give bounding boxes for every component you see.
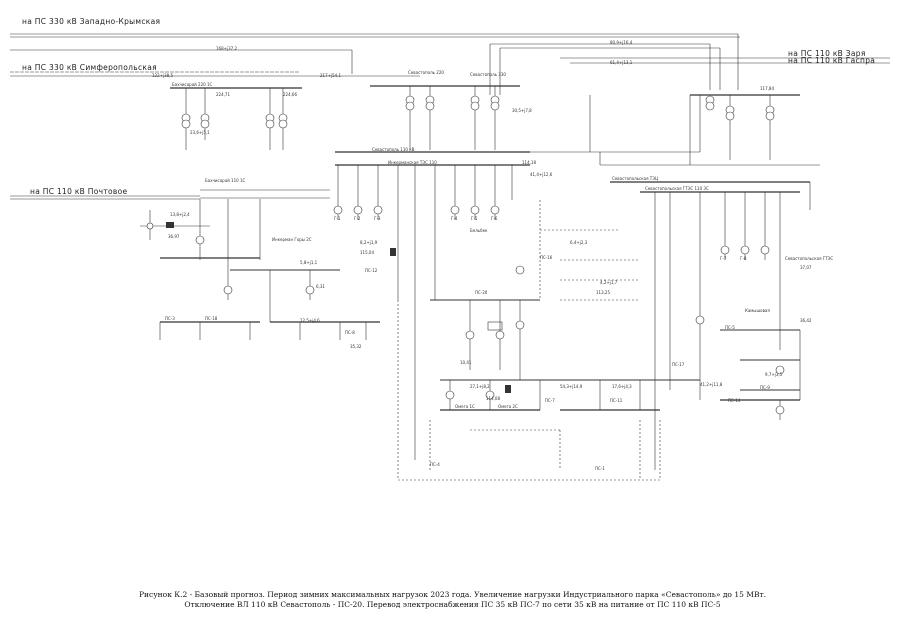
- label-sevastopolskaya-gtu-bus: Севастопольская ГТЭС: [785, 256, 834, 261]
- label-inkerman-gory: Инкерман Горы 2С: [272, 237, 312, 242]
- figure-caption-line1: Рисунок К.2 - Базовый прогноз. Период зи…: [139, 590, 766, 599]
- feeder-pochtovoe: на ПС 110 кВ Почтовое: [30, 187, 128, 196]
- label-sevastopol-330: Севастополь 330: [470, 72, 506, 77]
- label-gen-7: Г-7: [720, 256, 727, 261]
- label-gen-3: Г-3: [374, 216, 381, 221]
- label-pc-9: ПС-9: [760, 385, 770, 390]
- label-gen-6: Г-6: [491, 216, 498, 221]
- label-sevastopol-220: Севастополь 220: [408, 70, 444, 75]
- label-pc-5: ПС-5: [725, 325, 735, 330]
- feeder-gaspra: на ПС 110 кВ Гаспра: [788, 56, 876, 65]
- label-pc-18: ПС-18: [205, 316, 218, 321]
- label-kamyshovaya: Камышовая: [745, 308, 770, 313]
- label-inkerman: Инкерманская ТЭС 110: [388, 160, 437, 165]
- voltage-label: 114,08: [486, 396, 500, 401]
- flow-label: 80,9+j16,4: [610, 40, 633, 45]
- feeder-zarya: на ПС 110 кВ Заря: [788, 49, 866, 58]
- voltage-label: 36,42: [800, 318, 812, 323]
- label-pc-1: ПС-1: [595, 466, 605, 471]
- voltage-label: 114,18: [522, 160, 536, 165]
- flow-label: 54,3+j14,9: [560, 384, 583, 389]
- label-pc-20: ПС-20: [475, 290, 488, 295]
- label-pc-3: ПС-3: [165, 316, 175, 321]
- feeder-simferopolskaya: на ПС 330 кВ Симферопольская: [22, 63, 157, 72]
- label-pc-7: ПС-7: [545, 398, 555, 403]
- voltage-label: 10,41: [460, 360, 472, 365]
- flow-label: 41,4+j12,6: [530, 172, 553, 177]
- label-pc-11: ПС-11: [610, 398, 623, 403]
- label-pc-16: ПС-16: [540, 255, 553, 260]
- voltage-label: 37,07: [800, 265, 812, 270]
- voltage-label: 113,25: [596, 290, 610, 295]
- flow-label: 168+j37,2: [216, 46, 238, 51]
- label-omega2: Омега 2С: [498, 404, 518, 409]
- label-pc-17: ПС-17: [672, 362, 685, 367]
- label-pc-4: ПС-4: [430, 462, 440, 467]
- label-gen-2: Г-2: [354, 216, 361, 221]
- label-pc-8: ПС-8: [345, 330, 355, 335]
- flow-label: 17,6+j4,3: [612, 384, 632, 389]
- flow-label: 61,4+j13,1: [610, 60, 633, 65]
- voltage-label: 115,04: [360, 250, 374, 255]
- label-sevastopol-110: Севастополь 110 кВ: [372, 147, 415, 152]
- label-sevastopolskaya-tec: Севастопольская ТЭЦ: [612, 176, 659, 181]
- label-pc-12: ПС-12: [365, 268, 378, 273]
- flow-label: 23,6+j5,1: [190, 130, 210, 135]
- voltage-label: 36,97: [168, 234, 180, 239]
- flow-label: 5,8+j1,1: [300, 260, 318, 265]
- flow-label: 9,7+j3,5: [765, 372, 783, 377]
- label-gen-1: Г-1: [334, 216, 341, 221]
- label-belbek: Бельбек: [470, 228, 488, 233]
- flow-label: 41,2+j11,8: [700, 382, 723, 387]
- label-gen-4: Г-4: [451, 216, 458, 221]
- label-sevastopolskaya-gtu: Севастопольская ГТЭС 110 ЗС: [645, 186, 709, 191]
- voltage-label: 224,66: [283, 92, 297, 97]
- voltage-label: 224,71: [216, 92, 230, 97]
- figure-caption-line2: Отключение ВЛ 110 кВ Севастополь - ПС-20…: [184, 600, 721, 609]
- flow-label: 13,8+j2,4: [170, 212, 190, 217]
- voltage-label: 35,32: [350, 344, 362, 349]
- label-gen-8: Г-8: [740, 256, 747, 261]
- flow-label: 12,5+j4,6: [300, 318, 320, 323]
- flow-label: 217+j54,1: [320, 73, 342, 78]
- flow-label: 8,2+j1,9: [360, 240, 378, 245]
- flow-label: 30,5+j7,8: [512, 108, 532, 113]
- label-bakhchisaray-110: Бахчисарай 110 1С: [205, 178, 246, 183]
- feeder-zapadno-krymskaya: на ПС 330 кВ Западно-Крымская: [22, 17, 161, 26]
- label-bakhchisaray-220: Бахчисарай 220 1С: [172, 82, 213, 87]
- voltage-label: 6,31: [316, 284, 325, 289]
- flow-label: 6,4+j2,3: [570, 240, 588, 245]
- label-omega: Омега 1С: [455, 404, 475, 409]
- voltage-label: 117,84: [760, 86, 774, 91]
- label-pc-14: ПС-14: [728, 398, 741, 403]
- flow-label: 4,2+j1,7: [600, 280, 618, 285]
- flow-label: 122+j38,5: [152, 73, 174, 78]
- label-gen-5: Г-5: [471, 216, 478, 221]
- flow-label: 27,1+j8,2: [470, 384, 490, 389]
